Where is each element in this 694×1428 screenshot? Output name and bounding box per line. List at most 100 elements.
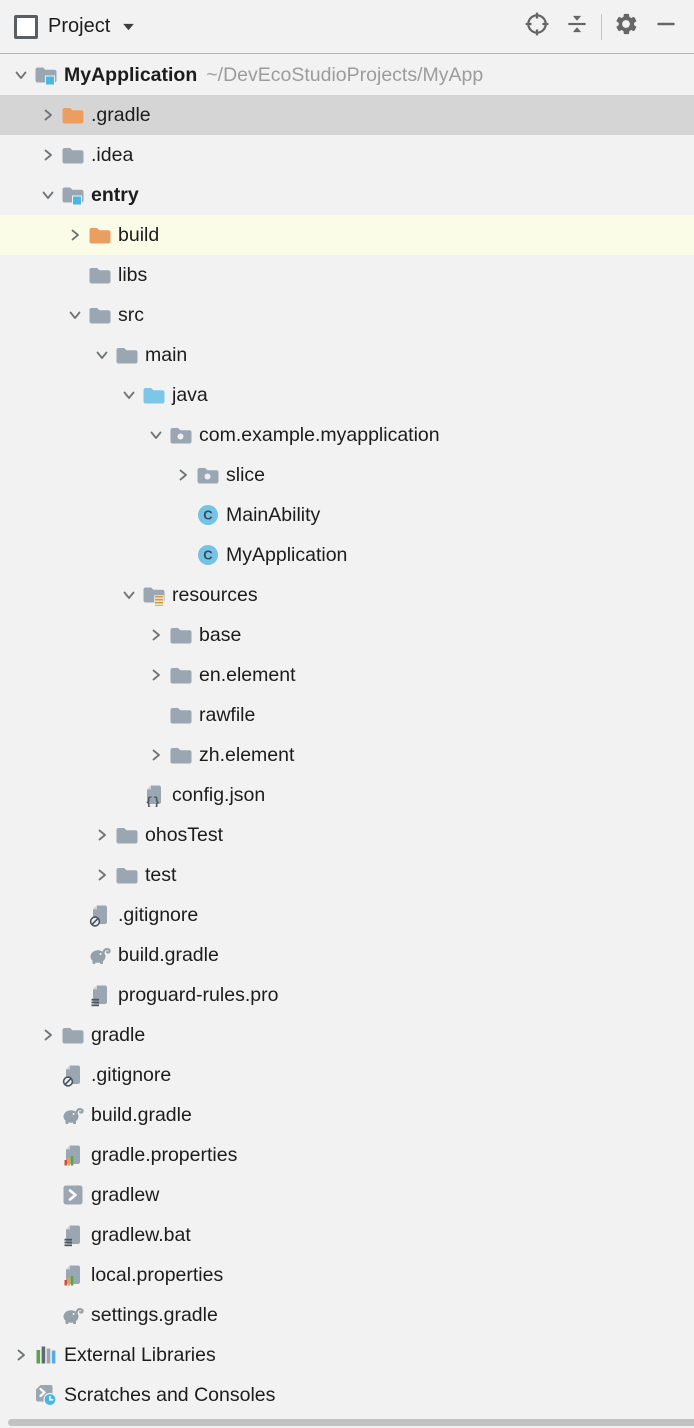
tree-item-label: rawfile (199, 703, 256, 726)
shell-script-icon (61, 1183, 85, 1207)
tree-row-gradle[interactable]: .gradle (0, 95, 694, 135)
tree-item-label: settings.gradle (91, 1303, 218, 1326)
tree-row-libs[interactable]: libs (0, 255, 694, 295)
tree-row-gradlew[interactable]: gradlew (0, 1175, 694, 1215)
chevron-down-icon[interactable] (8, 67, 34, 83)
tree-item-label: build.gradle (118, 943, 219, 966)
tree-row-build[interactable]: build (0, 215, 694, 255)
folder-gray-icon (115, 343, 139, 367)
chevron-right-icon[interactable] (143, 747, 169, 763)
gradle-file-icon (88, 943, 112, 967)
chevron-right-icon[interactable] (89, 827, 115, 843)
chevron-right-icon[interactable] (35, 107, 61, 123)
collapse-all-icon (564, 11, 590, 42)
tree-item-label: test (145, 863, 177, 886)
tree-item-label: resources (172, 583, 258, 606)
tree-row-build-gradle[interactable]: build.gradle (0, 935, 694, 975)
tree-row-gitignore[interactable]: .gitignore (0, 895, 694, 935)
tree-item-label: config.json (172, 783, 266, 806)
tree-row-rawfile[interactable]: rawfile (0, 695, 694, 735)
properties-file-icon (61, 1263, 85, 1287)
folder-gray-icon (88, 303, 112, 327)
chevron-down-icon[interactable] (116, 387, 142, 403)
chevron-down-icon[interactable] (116, 587, 142, 603)
horizontal-scrollbar[interactable] (8, 1419, 694, 1426)
tree-row-idea[interactable]: .idea (0, 135, 694, 175)
tree-item-label: .idea (91, 143, 134, 166)
tree-row-gradlew-bat[interactable]: gradlew.bat (0, 1215, 694, 1255)
chevron-down-icon[interactable] (89, 347, 115, 363)
chevron-right-icon[interactable] (170, 467, 196, 483)
tree-item-label: src (118, 303, 144, 326)
chevron-right-icon[interactable] (89, 867, 115, 883)
tree-row-src[interactable]: src (0, 295, 694, 335)
tree-row-base[interactable]: base (0, 615, 694, 655)
folder-blue-icon (142, 383, 166, 407)
chevron-right-icon[interactable] (62, 227, 88, 243)
tree-item-label: gradle.properties (91, 1143, 238, 1166)
tree-item-label: com.example.myapplication (199, 423, 440, 446)
tree-row-test[interactable]: test (0, 855, 694, 895)
collapse-all-button[interactable] (563, 13, 591, 41)
tree-row-gradle[interactable]: gradle (0, 1015, 694, 1055)
locate-file-button[interactable] (523, 11, 551, 42)
chevron-down-icon[interactable] (143, 427, 169, 443)
tree-row-en-element[interactable]: en.element (0, 655, 694, 695)
library-icon (34, 1343, 58, 1367)
tree-item-label: build.gradle (91, 1103, 192, 1126)
json-file-icon: {} (142, 783, 166, 807)
tree-item-label: build (118, 223, 160, 246)
tree-item-label: slice (226, 463, 266, 486)
tree-item-label: MainAbility (226, 503, 321, 526)
tree-row-slice[interactable]: slice (0, 455, 694, 495)
package-folder-icon (196, 463, 220, 487)
tree-row-local-properties[interactable]: local.properties (0, 1255, 694, 1295)
toolwindow-title[interactable]: Project (48, 15, 111, 37)
tree-row-config-json[interactable]: {} config.json (0, 775, 694, 815)
tree-row-mainability[interactable]: C MainAbility (0, 495, 694, 535)
svg-text:C: C (203, 548, 213, 563)
tree-row-myapplication[interactable]: C MyApplication (0, 535, 694, 575)
tree-row-build-gradle[interactable]: build.gradle (0, 1095, 694, 1135)
folder-orange-icon (88, 223, 112, 247)
folder-gray-icon (61, 1023, 85, 1047)
tree-row-scratches-and-consoles[interactable]: Scratches and Consoles (0, 1375, 694, 1415)
tree-row-external-libraries[interactable]: External Libraries (0, 1335, 694, 1375)
tree-row-resources[interactable]: resources (0, 575, 694, 615)
module-folder-icon (61, 183, 85, 207)
gradle-file-icon (61, 1103, 85, 1127)
chevron-right-icon[interactable] (35, 1027, 61, 1043)
target-icon (524, 11, 550, 42)
tree-item-label: java (172, 383, 208, 406)
tree-row-zh-element[interactable]: zh.element (0, 735, 694, 775)
folder-orange-icon (61, 103, 85, 127)
svg-text:C: C (203, 508, 213, 523)
chevron-down-icon[interactable] (62, 307, 88, 323)
tree-row-main[interactable]: main (0, 335, 694, 375)
tree-row-com-example-myapplication[interactable]: com.example.myapplication (0, 415, 694, 455)
tree-item-label: .gradle (91, 103, 151, 126)
chevron-right-icon[interactable] (143, 667, 169, 683)
tree-row-proguard-rules-pro[interactable]: proguard-rules.pro (0, 975, 694, 1015)
tree-row-java[interactable]: java (0, 375, 694, 415)
tree-row-ohostest[interactable]: ohosTest (0, 815, 694, 855)
tree-item-label: External Libraries (64, 1343, 216, 1366)
gradle-file-icon (61, 1303, 85, 1327)
tree-row-settings-gradle[interactable]: settings.gradle (0, 1295, 694, 1335)
svg-text:{}: {} (146, 796, 160, 808)
tree-row-gradle-properties[interactable]: gradle.properties (0, 1135, 694, 1175)
chevron-down-icon[interactable] (120, 18, 137, 35)
chevron-right-icon[interactable] (8, 1347, 34, 1363)
project-tree: MyApplication~/DevEcoStudioProjects/MyAp… (0, 55, 694, 1415)
tree-row-myapplication[interactable]: MyApplication~/DevEcoStudioProjects/MyAp… (0, 55, 694, 95)
hide-panel-button[interactable] (652, 13, 680, 41)
tree-item-label: en.element (199, 663, 296, 686)
chevron-right-icon[interactable] (143, 627, 169, 643)
chevron-down-icon[interactable] (35, 187, 61, 203)
tree-item-label: main (145, 343, 188, 366)
chevron-right-icon[interactable] (35, 147, 61, 163)
tree-row-gitignore[interactable]: .gitignore (0, 1055, 694, 1095)
tree-item-label: MyApplication (226, 543, 348, 566)
settings-button[interactable] (612, 13, 640, 41)
tree-row-entry[interactable]: entry (0, 175, 694, 215)
